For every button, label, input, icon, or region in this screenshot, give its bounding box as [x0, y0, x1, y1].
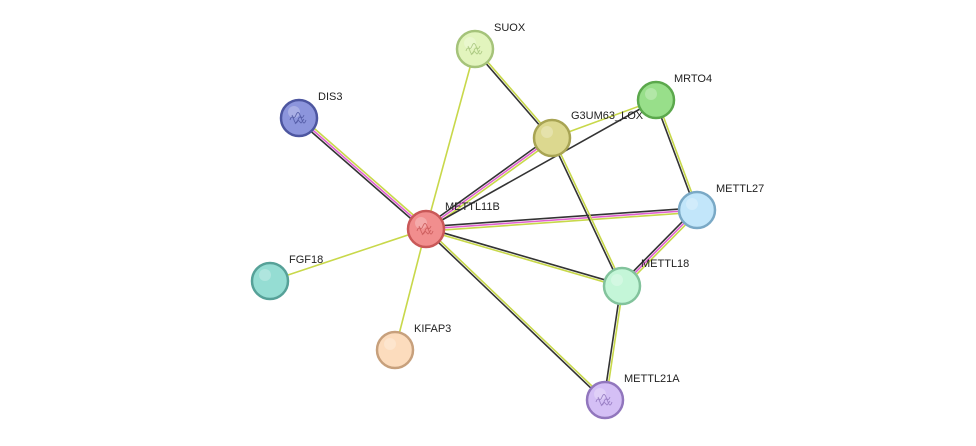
edge-evidence-line: [425, 136, 551, 227]
node-highlight: [541, 126, 553, 138]
node-label: METTL11B: [445, 201, 500, 213]
edge-DIS3-METTL11B[interactable]: [298, 116, 428, 230]
node-label: KIFAP3: [414, 323, 451, 335]
node-highlight: [415, 217, 427, 229]
edge-evidence-line: [553, 138, 623, 286]
node-DIS3[interactable]: DIS3: [281, 91, 342, 136]
node-highlight: [594, 388, 606, 400]
node-SUOX[interactable]: SUOX: [457, 22, 526, 67]
nodes-layer: METTL11B SUOX G3UM63_LOX MRTO4DIS3METTL27ME…: [252, 22, 764, 418]
node-highlight: [288, 106, 300, 118]
node-FGF18[interactable]: FGF18: [252, 254, 323, 299]
node-highlight: [464, 37, 476, 49]
node-MRTO4[interactable]: MRTO4: [638, 73, 712, 118]
edge-evidence-line: [426, 212, 697, 231]
node-circle[interactable]: [679, 192, 715, 228]
node-METTL18[interactable]: METTL18: [604, 258, 689, 304]
node-METTL27[interactable]: METTL27: [679, 183, 764, 228]
node-label: MRTO4: [674, 73, 712, 85]
node-label: METTL27: [716, 183, 764, 195]
node-circle[interactable]: [377, 332, 413, 368]
node-highlight: [645, 88, 657, 100]
edge-evidence-line: [298, 120, 425, 231]
node-label: FGF18: [289, 254, 323, 266]
edge-evidence-line: [426, 138, 552, 229]
node-highlight: [259, 269, 271, 281]
node-KIFAP3[interactable]: KIFAP3: [377, 323, 451, 368]
edge-G3UM63_LOX-METTL18[interactable]: [551, 138, 623, 287]
node-label: METTL21A: [624, 373, 680, 385]
node-label: SUOX: [494, 22, 526, 34]
node-circle[interactable]: [534, 120, 570, 156]
node-highlight: [611, 274, 623, 286]
node-label: DIS3: [318, 91, 342, 103]
node-highlight: [686, 198, 698, 210]
node-G3UM63_LOX[interactable]: G3UM63_LOX: [534, 110, 644, 156]
edge-evidence-line: [299, 118, 426, 229]
node-METTL21A[interactable]: METTL21A: [587, 373, 680, 418]
edge-evidence-line: [551, 138, 621, 286]
node-label: G3UM63_LOX: [571, 110, 644, 122]
edge-G3UM63_LOX-METTL11B[interactable]: [425, 136, 554, 231]
edge-evidence-line: [300, 116, 427, 227]
node-label: METTL18: [641, 258, 689, 270]
node-circle[interactable]: [252, 263, 288, 299]
node-circle[interactable]: [604, 268, 640, 304]
node-circle[interactable]: [638, 82, 674, 118]
node-highlight: [384, 338, 396, 350]
